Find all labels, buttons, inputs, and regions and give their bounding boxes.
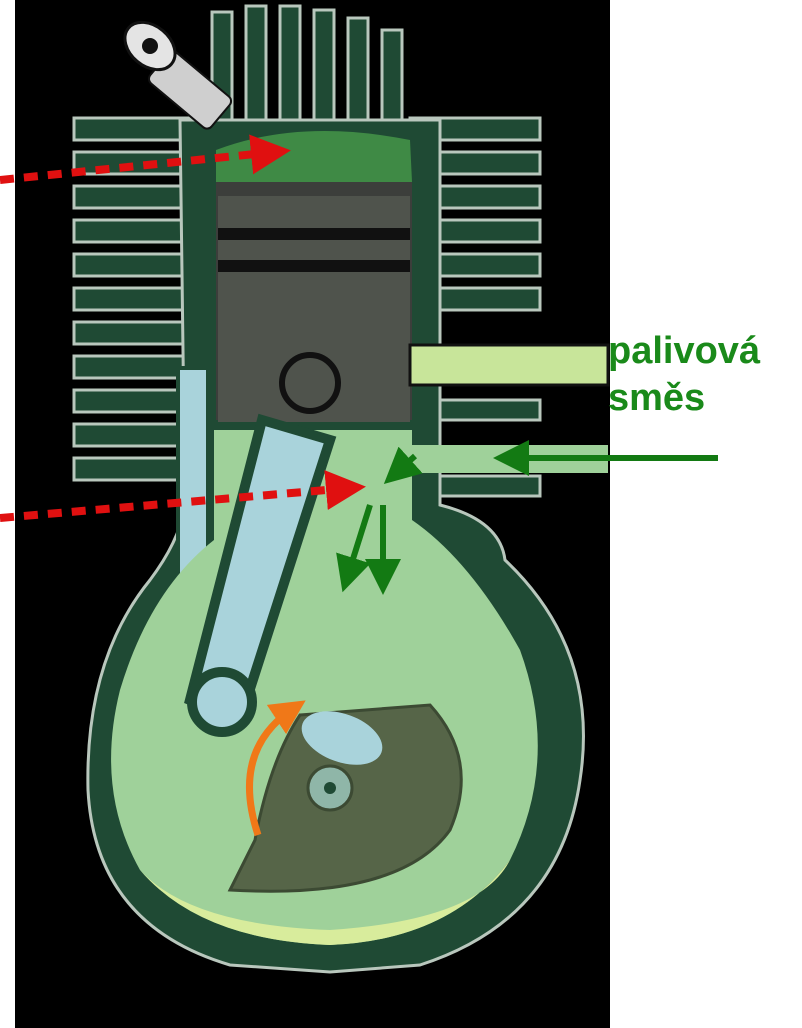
transfer-port (178, 368, 208, 578)
intake-pipe (410, 345, 608, 385)
fuel-label-line2: směs (608, 375, 760, 422)
piston-icon (218, 196, 410, 422)
fuel-label-line1: palivová (608, 328, 760, 375)
fuel-mixture-label: palivová směs (608, 328, 760, 422)
